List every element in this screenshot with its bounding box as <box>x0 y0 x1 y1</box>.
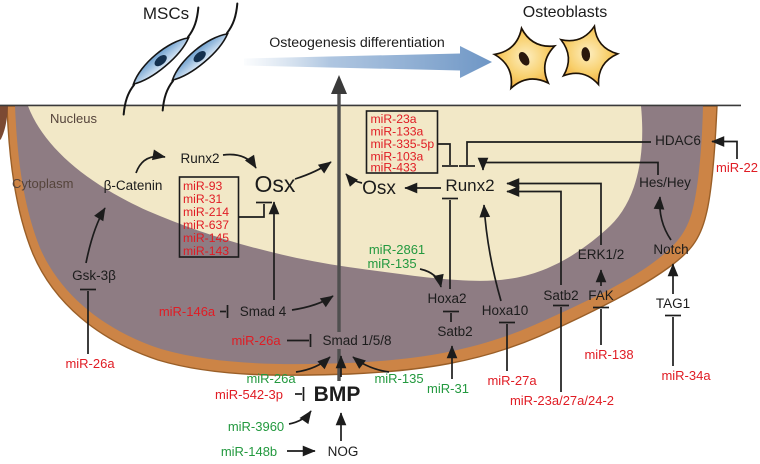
osteoblasts-label: Osteoblasts <box>523 4 607 21</box>
mir-box-osx-item: miR-637 <box>183 218 229 232</box>
mir-box-osx-items: miR-93 miR-31 miR-214 miR-637 miR-145 mi… <box>183 179 229 258</box>
cytoplasm-label: Cytoplasm <box>12 176 73 191</box>
mir26a-green-label: miR-26a <box>246 371 296 386</box>
satb2-right-label: Satb2 <box>543 288 578 303</box>
nucleus-region <box>28 106 643 281</box>
cell-shape <box>0 104 741 376</box>
msc-cells <box>122 2 239 116</box>
mir-box-osx-item: miR-31 <box>183 192 222 206</box>
osx-center-label: Osx <box>362 178 396 199</box>
nog-label: NOG <box>328 444 359 459</box>
mir2861-label: miR-2861 <box>369 242 425 257</box>
mir-box-osx <box>178 176 240 258</box>
mir22-label: miR-22 <box>716 160 758 175</box>
osteoblast-nucleus <box>518 51 530 66</box>
osteoblast-nucleus <box>581 47 591 62</box>
mir26a-gsk-label: miR-26a <box>65 356 115 371</box>
notch-label: Notch <box>653 242 688 257</box>
satb2-left-label: Satb2 <box>437 324 472 339</box>
hoxa10-label: Hoxa10 <box>482 303 529 318</box>
bmp-label: BMP <box>314 383 361 406</box>
mir135-smad-label: miR-135 <box>374 371 423 386</box>
label-layer: MSCs Osteoblasts Osteogenesis differenti… <box>12 4 758 459</box>
mir27a-label: miR-27a <box>487 373 537 388</box>
mir146a-label: miR-146a <box>159 304 216 319</box>
beta-catenin-label: β-Catenin <box>104 178 163 193</box>
erk12-label: ERK1/2 <box>578 247 625 262</box>
runx2-left-label: Runx2 <box>180 151 219 166</box>
mir-box-runx2-items: miR-23a miR-133a miR-335-5p miR-103a miR… <box>371 112 435 175</box>
osx-left-label: Osx <box>255 171 296 197</box>
mir542-3p-label: miR-542-3p <box>215 387 283 402</box>
fak-label: FAK <box>588 288 614 303</box>
mir-box-runx2-item: miR-335-5p <box>371 137 435 151</box>
msc-nucleus <box>193 51 206 63</box>
gsk3b-label: Gsk-3β <box>72 268 116 283</box>
mir-box-runx2 <box>365 110 439 174</box>
runx2-center-label: Runx2 <box>445 176 494 195</box>
mir148b-label: miR-148b <box>221 444 277 459</box>
connector-layer <box>80 136 738 457</box>
osteogenesis-arrow <box>244 46 492 78</box>
hes-hey-label: Hes/Hey <box>639 175 691 190</box>
mir-box-runx2-item: miR-133a <box>371 125 424 139</box>
corner-wedge <box>0 106 8 140</box>
mir138-label: miR-138 <box>584 347 633 362</box>
tag1-label: TAG1 <box>656 296 690 311</box>
mir3960-label: miR-3960 <box>228 419 284 434</box>
mir34a-label: miR-34a <box>661 368 711 383</box>
smad158-backplate <box>316 332 398 349</box>
msc-nucleus <box>154 55 167 67</box>
hoxa2-label: Hoxa2 <box>427 291 466 306</box>
osteogenesis-label: Osteogenesis differentiation <box>269 35 445 51</box>
smad4-label: Smad 4 <box>240 304 287 319</box>
mir31-label: miR-31 <box>427 381 469 396</box>
mir-box-osx-item: miR-143 <box>183 244 229 258</box>
smad158-label: Smad 1/5/8 <box>322 333 391 348</box>
mir-box-osx-item: miR-214 <box>183 205 229 219</box>
nucleus-label: Nucleus <box>50 111 97 126</box>
mir-box-runx2-item: miR-103a <box>371 150 424 164</box>
mir-box-osx-item: miR-145 <box>183 231 229 245</box>
mir-box-runx2-item: miR-433 <box>371 161 417 175</box>
mir26a-smad-label: miR-26a <box>231 333 281 348</box>
hdac6-label: HDAC6 <box>655 133 701 148</box>
mir-box-osx-item: miR-93 <box>183 179 222 193</box>
mir-box-runx2-item: miR-23a <box>371 112 417 126</box>
mscs-label: MSCs <box>143 4 189 23</box>
mir23a-27a-24-2-label: miR-23a/27a/24-2 <box>510 393 614 408</box>
osteoblast-cells <box>492 23 621 91</box>
mir135-hoxa2-label: miR-135 <box>367 256 416 271</box>
